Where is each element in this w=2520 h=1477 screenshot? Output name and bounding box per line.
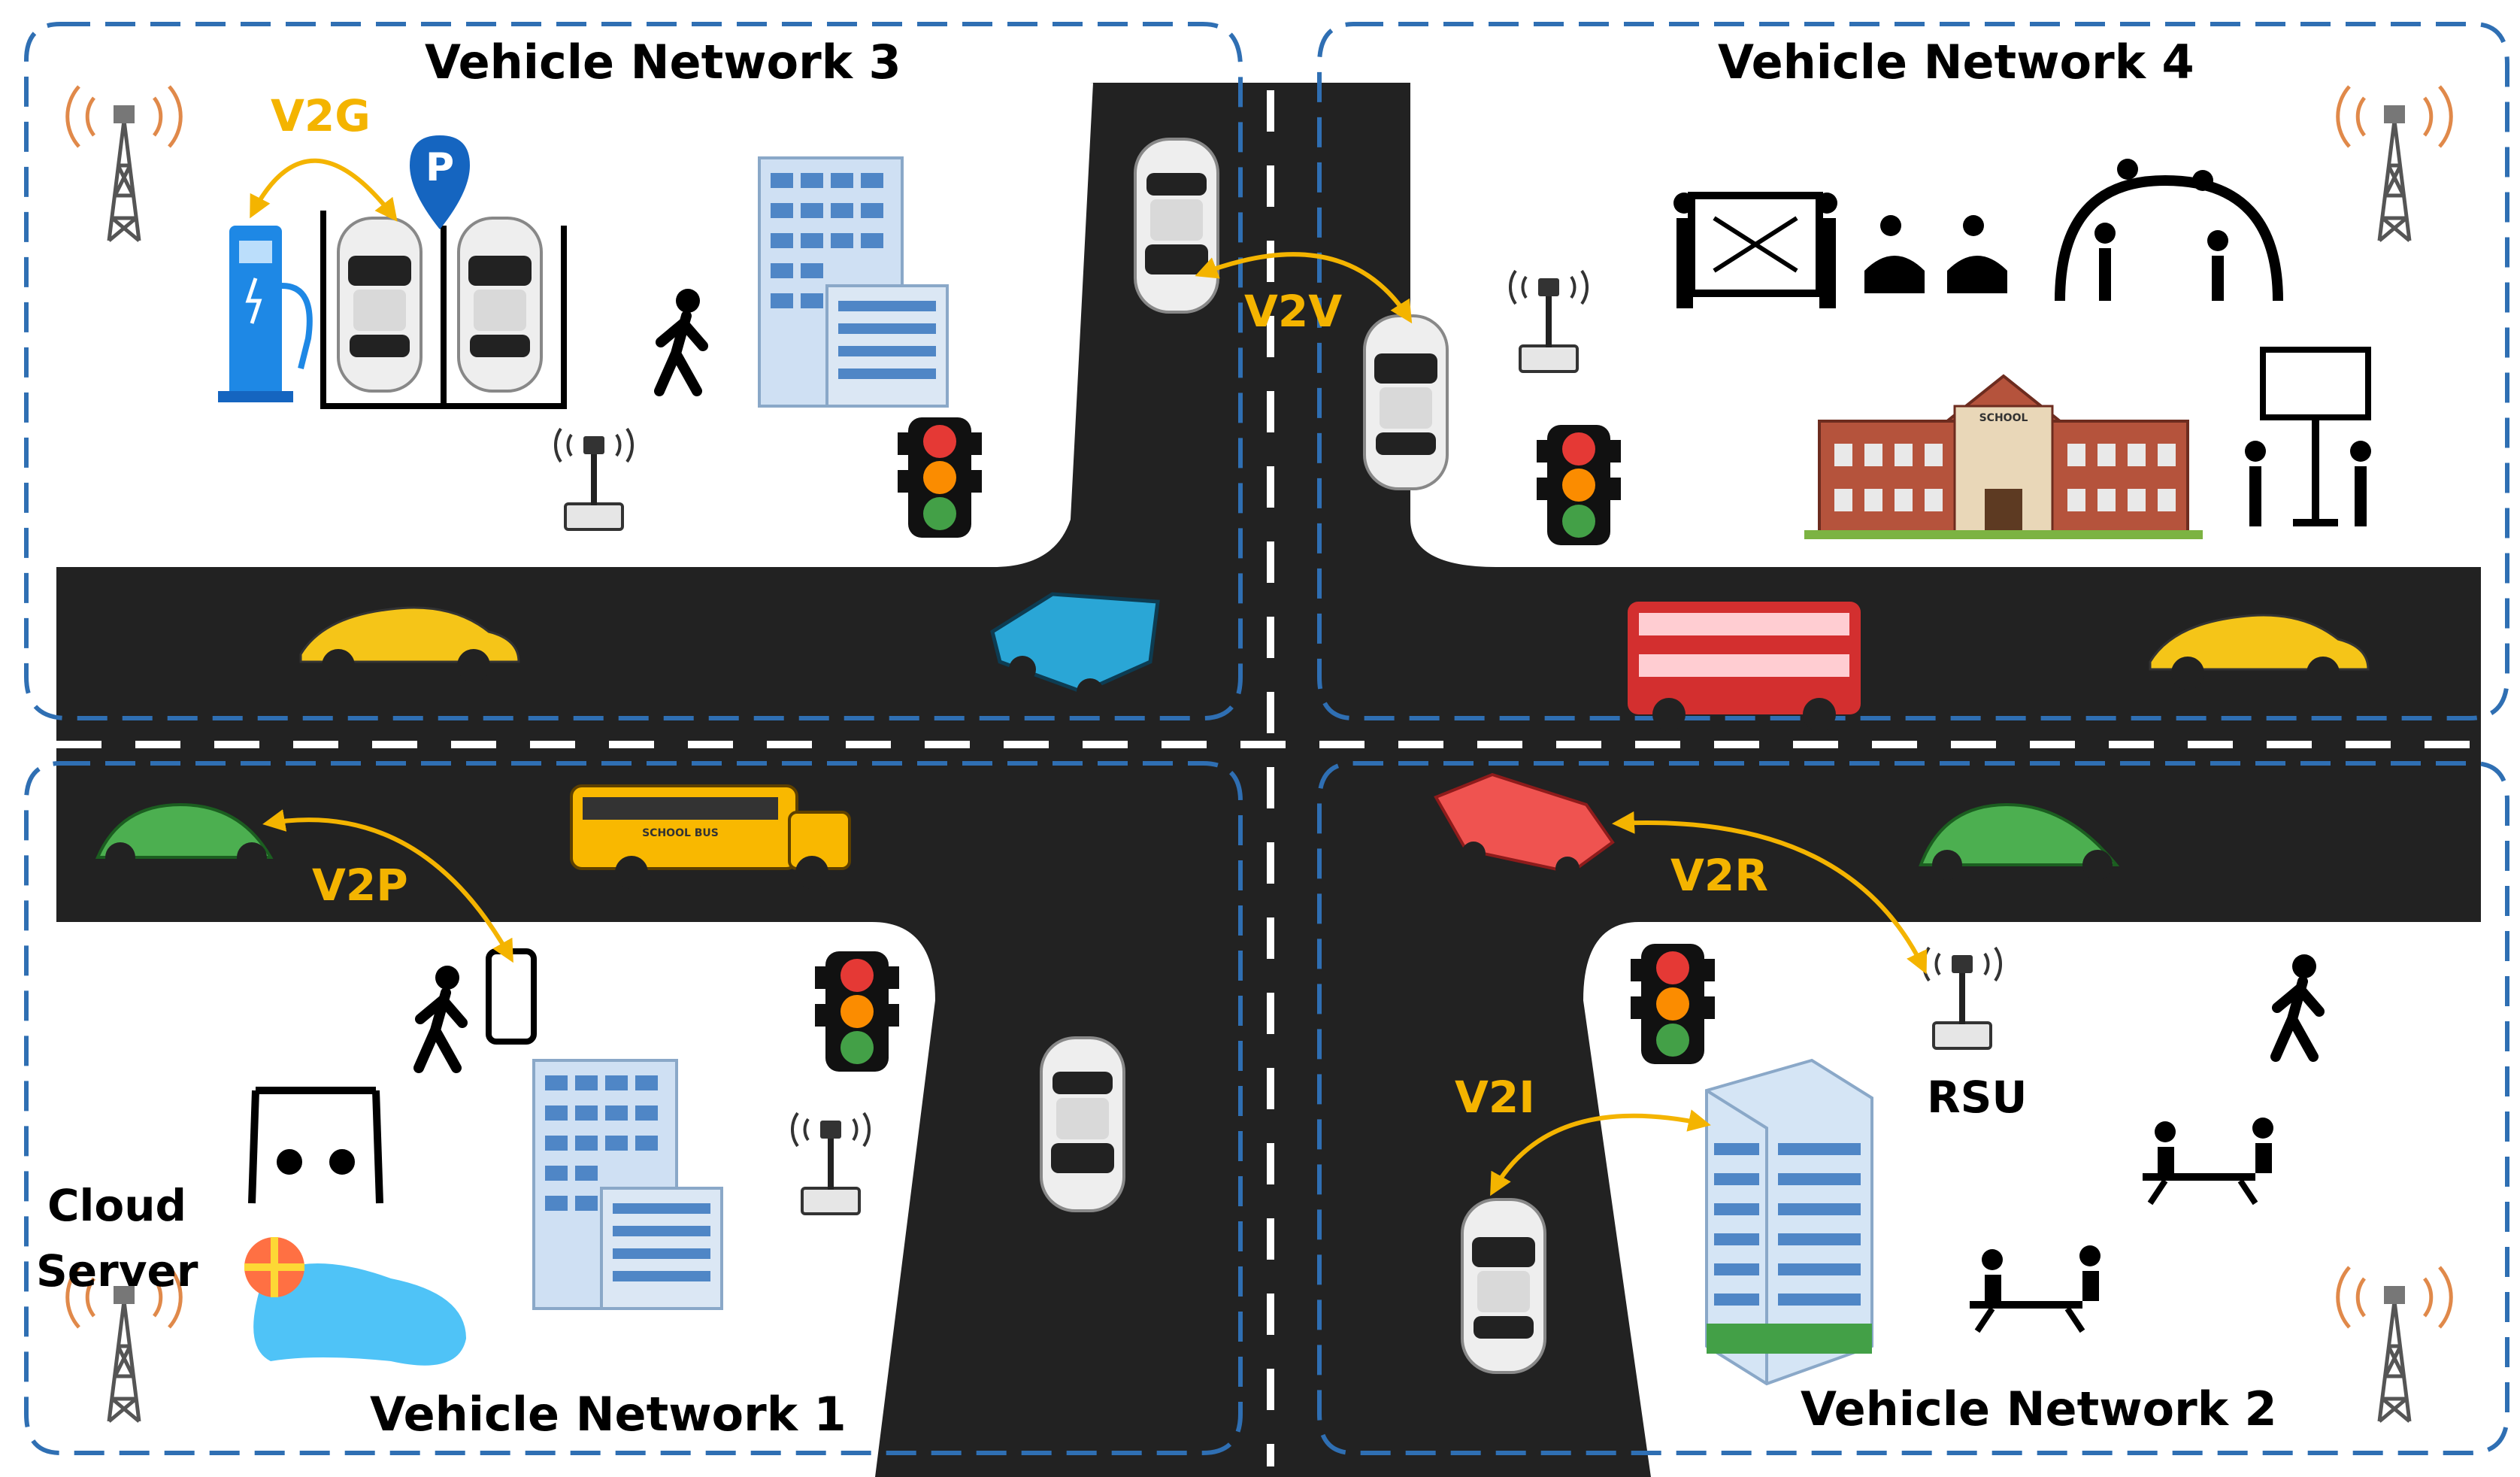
picnic-icons	[1970, 1118, 2273, 1333]
beetle-car-green	[1919, 802, 2120, 880]
network-4-label: Vehicle Network 4	[1718, 35, 2194, 89]
sports-car-yellow	[299, 606, 520, 682]
network-3-label: Vehicle Network 3	[425, 35, 901, 89]
cloud-label-line1: Cloud	[47, 1180, 187, 1231]
v2r-link	[1612, 811, 1928, 975]
school-bus-yellow: SCHOOL BUS	[570, 784, 851, 889]
v2g-label: V2G	[271, 90, 371, 141]
v2p-link	[262, 809, 513, 963]
car-topview	[1461, 1198, 1546, 1374]
parked-ev-car	[337, 217, 423, 393]
office-building-icon	[758, 156, 949, 408]
cell-tower-icon	[68, 86, 181, 241]
car-topview	[1363, 314, 1449, 490]
rsu-icon	[1508, 269, 1589, 373]
network-1-label: Vehicle Network 1	[370, 1387, 847, 1442]
svg-text:P: P	[426, 145, 454, 190]
boundary-network-1	[24, 761, 1243, 1455]
traffic-light-icon	[1631, 944, 1715, 1064]
traffic-light-icon	[815, 951, 899, 1072]
svg-text:SCHOOL BUS: SCHOOL BUS	[642, 827, 719, 839]
v2v-link	[1195, 252, 1413, 324]
pedestrian-icon	[2276, 954, 2319, 1057]
pedestrian-icon	[419, 966, 462, 1068]
rsu-icon	[553, 427, 635, 531]
cell-tower-icon	[2338, 1267, 2452, 1421]
svg-text:SCHOOL: SCHOOL	[1979, 412, 2028, 424]
traffic-light-icon	[898, 417, 982, 538]
network-2-label: Vehicle Network 2	[1801, 1381, 2277, 1436]
cloud-server-label: Cloud Server	[36, 1173, 198, 1304]
communication-links	[250, 158, 1928, 1196]
boundary-network-4	[1317, 22, 2509, 720]
v2r-label: V2R	[1670, 850, 1768, 901]
parking-bay	[320, 211, 567, 409]
double-decker-bus-red	[1628, 602, 1861, 731]
rsu-icon	[1922, 946, 2003, 1050]
sedan-car-red	[1434, 772, 1615, 881]
network-boundaries	[24, 22, 2509, 1455]
parked-car	[457, 217, 543, 393]
v2i-link	[1490, 1109, 1711, 1196]
traffic-light-icon	[1537, 425, 1621, 545]
charging-station-icon	[218, 226, 313, 402]
rsu-icon	[790, 1112, 871, 1215]
smartphone-icon	[486, 948, 537, 1045]
tower-building-icon	[1705, 1058, 1873, 1386]
pickup-truck-blue	[990, 592, 1160, 705]
playground-icons	[1673, 159, 2371, 526]
parking-sign-icon: P	[410, 135, 470, 229]
v2v-label: V2V	[1244, 286, 1343, 337]
school-building-icon: SCHOOL	[1804, 374, 2203, 539]
car-topview	[1040, 1036, 1125, 1212]
car-topview	[1134, 138, 1219, 314]
cloud-label-line2: Server	[36, 1245, 198, 1297]
v2p-label: V2P	[312, 860, 408, 911]
pedestrian-icon	[659, 289, 703, 391]
pool-icon	[244, 1237, 466, 1366]
v2g-link	[250, 158, 398, 222]
v2i-label: V2I	[1455, 1072, 1535, 1123]
sports-car-yellow	[2149, 614, 2370, 690]
rsu-label: RSU	[1927, 1072, 2028, 1123]
office-building-icon	[532, 1059, 723, 1310]
boundary-network-3	[24, 22, 1243, 720]
beetle-car-green	[95, 802, 274, 872]
swing-icon	[248, 1087, 383, 1204]
boundary-network-2	[1317, 761, 2509, 1455]
cell-tower-icon	[2338, 86, 2452, 241]
